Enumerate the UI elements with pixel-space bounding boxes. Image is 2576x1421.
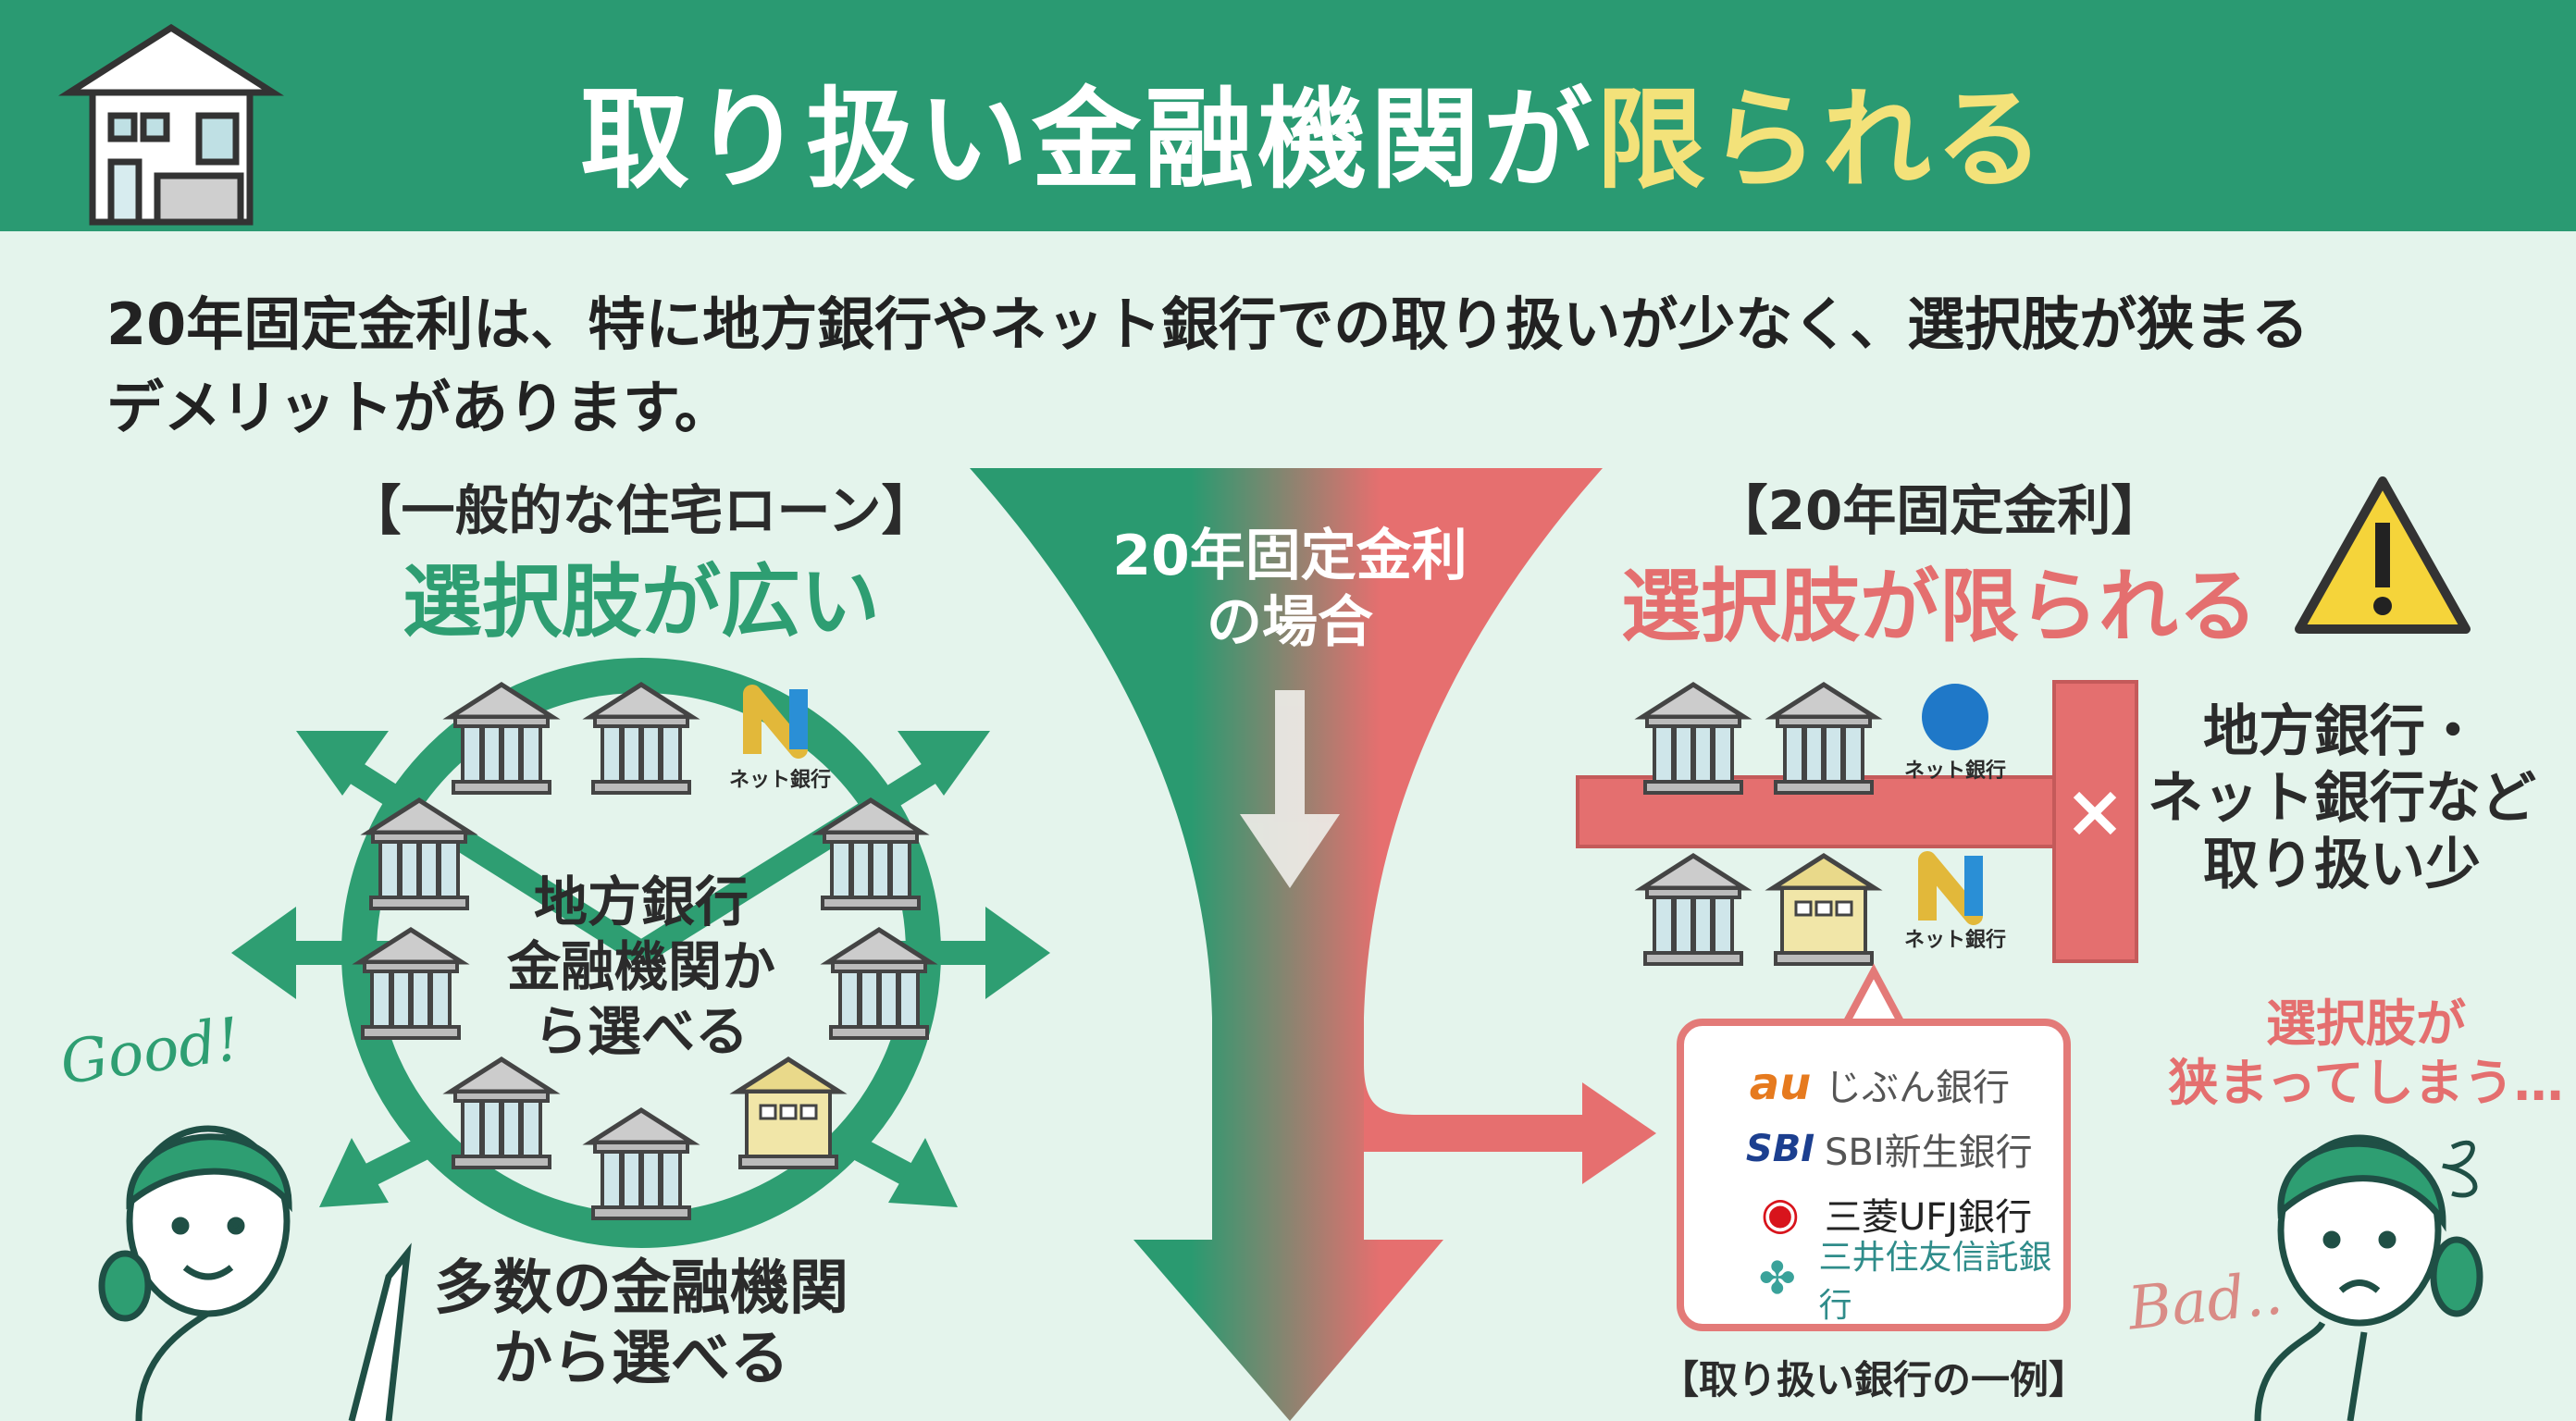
funnel-text: 20年固定金利 の場合 bbox=[1112, 523, 1468, 656]
left-heading: 選択肢が広い bbox=[402, 556, 880, 649]
funnel-line: 20年固定金利 bbox=[1112, 524, 1468, 588]
au-logo-icon: au bbox=[1749, 1058, 1812, 1110]
sbi-logo-icon: SBI bbox=[1745, 1128, 1815, 1170]
bank-name: SBI新生銀行 bbox=[1825, 1131, 2033, 1174]
funnel-arrow bbox=[970, 468, 1603, 1421]
right-side-text: 地方銀行・ ネット銀行など 取り扱い少 bbox=[2148, 698, 2536, 898]
smtb-logo-icon: ✤ bbox=[1758, 1253, 1796, 1304]
side-line: ネット銀行など bbox=[2148, 766, 2536, 831]
worry-line: 選択肢が bbox=[2265, 995, 2466, 1053]
bubble-tail bbox=[1839, 963, 1908, 1027]
worry-line: 狭まってしまう… bbox=[2168, 1054, 2564, 1112]
page-title: 取り扱い金融機関が限られる bbox=[580, 51, 2048, 209]
worry-text: 選択肢が 狭まってしまう… bbox=[2168, 995, 2563, 1113]
circle-center-text: 地方銀行 金融機関か ら選べる bbox=[507, 870, 775, 1064]
branch-arrow bbox=[1364, 1064, 1656, 1184]
outward-arrows bbox=[231, 731, 1050, 1207]
header-band bbox=[0, 0, 2576, 231]
worried-woman-illustration bbox=[2254, 1134, 2483, 1421]
center-line: 地方銀行 bbox=[533, 871, 749, 933]
right-net-bank-label-2: ネット銀行 bbox=[1903, 929, 2007, 952]
bank-list-caption: 【取り扱い銀行の一例】 bbox=[1659, 1357, 2088, 1402]
warning-icon bbox=[2295, 476, 2471, 634]
intro-line-2: デメリットがあります。 bbox=[106, 374, 732, 441]
side-line: 地方銀行・ bbox=[2203, 699, 2481, 764]
mufg-logo-icon: ◉ bbox=[1761, 1188, 1800, 1240]
bank-item: ◉ 三菱UFJ銀行 bbox=[1743, 1181, 2063, 1246]
bank-name: じぶん銀行 bbox=[1825, 1067, 2010, 1109]
happy-woman-illustration bbox=[98, 1125, 412, 1421]
left-net-bank-label: ネット銀行 bbox=[728, 769, 832, 792]
down-arrow bbox=[1240, 690, 1340, 888]
intro-line-1: 20年固定金利は、特に地方銀行やネット銀行での取り扱いが少なく、選択肢が狭まる bbox=[106, 290, 2310, 358]
title-main: 取り扱い金融機関が bbox=[579, 76, 1596, 204]
center-line: 金融機関か bbox=[506, 935, 776, 998]
right-net-bank-label-1: ネット銀行 bbox=[1903, 760, 2007, 783]
right-heading: 選択肢が限られる bbox=[1621, 561, 2258, 653]
center-line: ら選べる bbox=[533, 1000, 749, 1063]
side-line: 取り扱い少 bbox=[2203, 833, 2481, 897]
bottom-line: から選べる bbox=[493, 1325, 789, 1393]
x-mark-icon bbox=[2073, 791, 2117, 835]
bank-item: ✤ 三井住友信託銀行 bbox=[1743, 1239, 2063, 1325]
bank-item: au じぶん銀行 bbox=[1743, 1052, 2063, 1117]
funnel-line: の場合 bbox=[1207, 590, 1373, 655]
right-subheading: 【20年固定金利】 bbox=[1714, 479, 2165, 542]
house-icon bbox=[57, 23, 285, 226]
bank-name: 三井住友信託銀行 bbox=[1818, 1239, 2052, 1325]
left-bottom-text: 多数の金融機関 から選べる bbox=[434, 1254, 848, 1394]
left-subheading: 【一般的な住宅ローン】 bbox=[347, 479, 935, 542]
right-bank-icons bbox=[1642, 684, 1988, 964]
title-highlight: 限られる bbox=[1596, 76, 2049, 204]
bottom-line: 多数の金融機関 bbox=[434, 1254, 848, 1323]
bank-name: 三菱UFJ銀行 bbox=[1825, 1196, 2033, 1239]
